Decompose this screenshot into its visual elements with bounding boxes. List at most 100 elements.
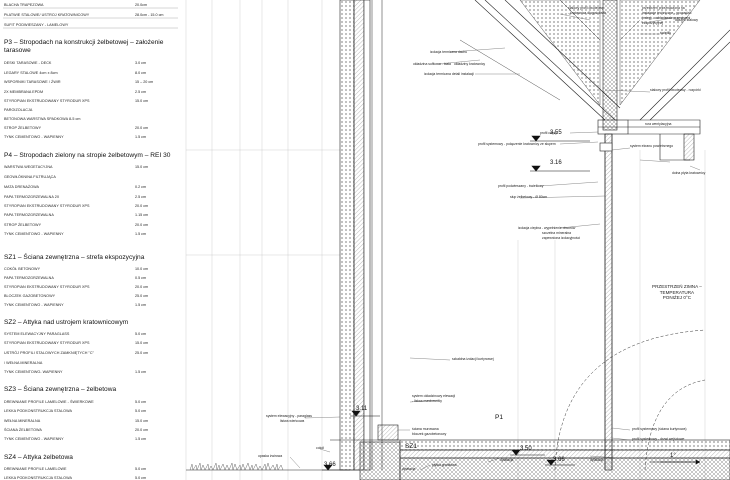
layer-label: STROP ŻELBETOWY [4, 223, 42, 227]
section-title-sz3: SZ3 – Ściana zewnętrzna – żelbetowa [4, 386, 117, 393]
layer-value: 20.0cm [135, 3, 148, 7]
grass [189, 462, 284, 471]
layer-value: 8.0 cm [135, 71, 147, 75]
layer-value: 20.0 cm [135, 285, 149, 289]
ann-label: świetlik [660, 31, 671, 35]
layer-label: ŚCIANA ŻELBETOWA [4, 428, 42, 432]
level-label: 3.50 [520, 446, 532, 452]
layer-value: 5.0 cm [135, 332, 147, 336]
layer-value: 15.0 cm [135, 419, 149, 423]
layer-value: 0.5 cm [135, 276, 147, 280]
ann-label: profil systemowy - połączenie kratownicy… [478, 142, 556, 146]
layer-label: SUFIT PODWIESZANY - LAMELOWY [4, 23, 69, 27]
layer-value: 1.5 cm [135, 232, 147, 236]
layer-label: TYNK CEMENTOWO - WAPIENNY [4, 437, 64, 441]
level-label: 3.66 [553, 457, 565, 463]
ann-label: opaska żwirowa [258, 454, 283, 458]
ann-label: zapewniona izolacyjności [542, 236, 581, 240]
ann-label: okładzina sufitowa - biała [413, 62, 451, 66]
floor-tag-p1: P1 [495, 414, 504, 421]
layer-label: GEOWŁÓKNINA FILTRUJĄCA [4, 175, 56, 179]
layer-value: 1.5 cm [135, 135, 147, 139]
layer-label: LEGARY STALOWE 4cm x 8cm [4, 71, 58, 75]
layer-value: 5.0 cm [135, 400, 147, 404]
ann-label: szczelna mineralna [542, 231, 572, 235]
layer-label: BETONOWA WARSTWA SPADKOWA 8-5 cm [4, 117, 81, 121]
section-title-p3: P3 – Stropodach na konstrukcji żelbetowe… [4, 39, 164, 54]
layer-label: 2X MEMBRANA EPDM [4, 90, 44, 94]
layer-label: TYNK CEMENTOWO - WAPIENNY [4, 135, 64, 139]
ann-label: bloczek gazobetonowy [412, 432, 447, 436]
layer-label: DREWNIANE PROFILE LAMELOWE [4, 467, 67, 471]
ann-label: przestrzeń przeznaczona na [642, 6, 685, 10]
layer-value: 1.15 cm [135, 213, 149, 217]
layer-value: 20.0 cm [135, 428, 149, 432]
layer-label: SYSTEM ELEWACYJNY PARAGLASS [4, 332, 70, 336]
ann-label: słup żelbetowy - Ø 80cm [510, 195, 548, 199]
ann-label: płytka granitowa [432, 463, 457, 467]
layer-value: 5.0 cm [135, 409, 147, 413]
foundation [186, 424, 730, 480]
layer-label: WARSTWA WEGETACYJNA [4, 165, 53, 169]
ann-label: profil podwieszany - świetlowy [498, 184, 544, 188]
layer-value: 1.5 cm [135, 370, 147, 374]
ann-label: stalowy profil dwuteowy - rozpórki [650, 88, 701, 92]
layer-value: 20.0 cm [135, 223, 149, 227]
layer-value: 5.0 cm [135, 467, 147, 471]
layer-label: TYNK CEMENTOWO - WAPIENNY [4, 232, 64, 236]
roof-truss [459, 0, 730, 131]
layer-label: COKÓŁ BETONOWY [4, 267, 41, 271]
layer-label: STYROPIAN EKSTRUDOWANY STYRODUR XPS [4, 341, 90, 345]
section-title-sz1: SZ1 – Ściana zewnętrzna – strefa ekspozy… [4, 254, 145, 261]
layer-label: MATA DRENAŻOWA [4, 185, 40, 189]
layer-label: PŁATWIE STALOWE/ USTROJ KRATOWNICOWY [4, 13, 90, 17]
exterior-wall [339, 0, 383, 471]
slope-arrow [650, 459, 701, 465]
ann-label: profil ciepły [540, 131, 557, 135]
ann-label: dylatacja [402, 467, 416, 471]
level-label: 3.66 [324, 462, 336, 468]
ann-label: dylatacja [500, 458, 514, 462]
layer-label: PAPA TERMOZGRZEWALNA [4, 276, 54, 280]
section-title-p4: P4 – Stropodach zielony na stropie żelbe… [4, 152, 171, 159]
layer-value: 2.5 cm [135, 90, 147, 94]
slope-label: 1° [670, 453, 676, 459]
ann-label: system ekranu powietrznego [630, 144, 674, 148]
ann-label: profil systemowy (ściana kurtynowa) [632, 427, 687, 431]
layer-value: 20.0 cm [135, 126, 149, 130]
layer-value: 2.5 cm [135, 195, 147, 199]
layer-value: 25.0 cm [135, 351, 149, 355]
leader-lines [289, 13, 701, 471]
ann-label: ściana murowana [412, 427, 439, 431]
wall-tag-sz1: SZ1 [405, 443, 418, 450]
layer-label: / WEŁNA MINERALNA [4, 361, 43, 365]
layer-value: 28.0cm - 15.0 cm [135, 13, 164, 17]
layer-value: 20.0 cm [135, 204, 149, 208]
ann-label: - listwa maskownicy [412, 399, 442, 403]
layer-label: BLOCZEK GAZOBETONOWY [4, 294, 56, 298]
section-title-sz4: SZ4 – Attyka żelbetowa [4, 454, 73, 461]
layer-label: DREWNIANE PROFILE LAMELOWE - ŚWIERKOWE [4, 400, 94, 404]
ann-label: stalowy profil dwuteowy [568, 6, 604, 10]
layer-value: 1.5 cm [135, 303, 147, 307]
ann-label: system elewacyjny - paraglass [266, 414, 312, 418]
section-title-sz2: SZ2 – Attyka nad ustrojem kratownicowym [4, 319, 129, 326]
layer-value: 3.0 cm [135, 61, 147, 65]
level-label: 3.11 [356, 406, 368, 412]
ann-label: daszek stalowy [675, 18, 698, 22]
legend-rules [3, 7, 178, 29]
layer-label: STYROPIAN EKSTRUDOWANY STYRODUR XPS [4, 204, 90, 208]
layer-label: STROP ŻELBETOWY [4, 126, 42, 130]
ann-label: (mieg) - ochłodzanie przestrzeni [642, 16, 691, 20]
layer-label: LEKKA PODKONSTRUKCJA STALOWA [4, 409, 72, 413]
layer-value: 15.0 cm [135, 99, 149, 103]
layer-label: PAPA TERMOZGRZEWALNA 2X [4, 195, 60, 199]
zone-line: PRZESTRZEŃ ZIMNA – [652, 284, 702, 289]
ann-label: okładziny kratownicy [454, 62, 486, 66]
roof-insulation [519, 0, 701, 106]
zone-line: PONIŻEJ 0°C [662, 295, 692, 301]
ann-label: profil systemowy - drzwi wejściowe [632, 437, 685, 441]
ann-label: system okładzinowy elewacji [412, 394, 456, 398]
layer-value: 15 – 20 cm [135, 80, 154, 84]
